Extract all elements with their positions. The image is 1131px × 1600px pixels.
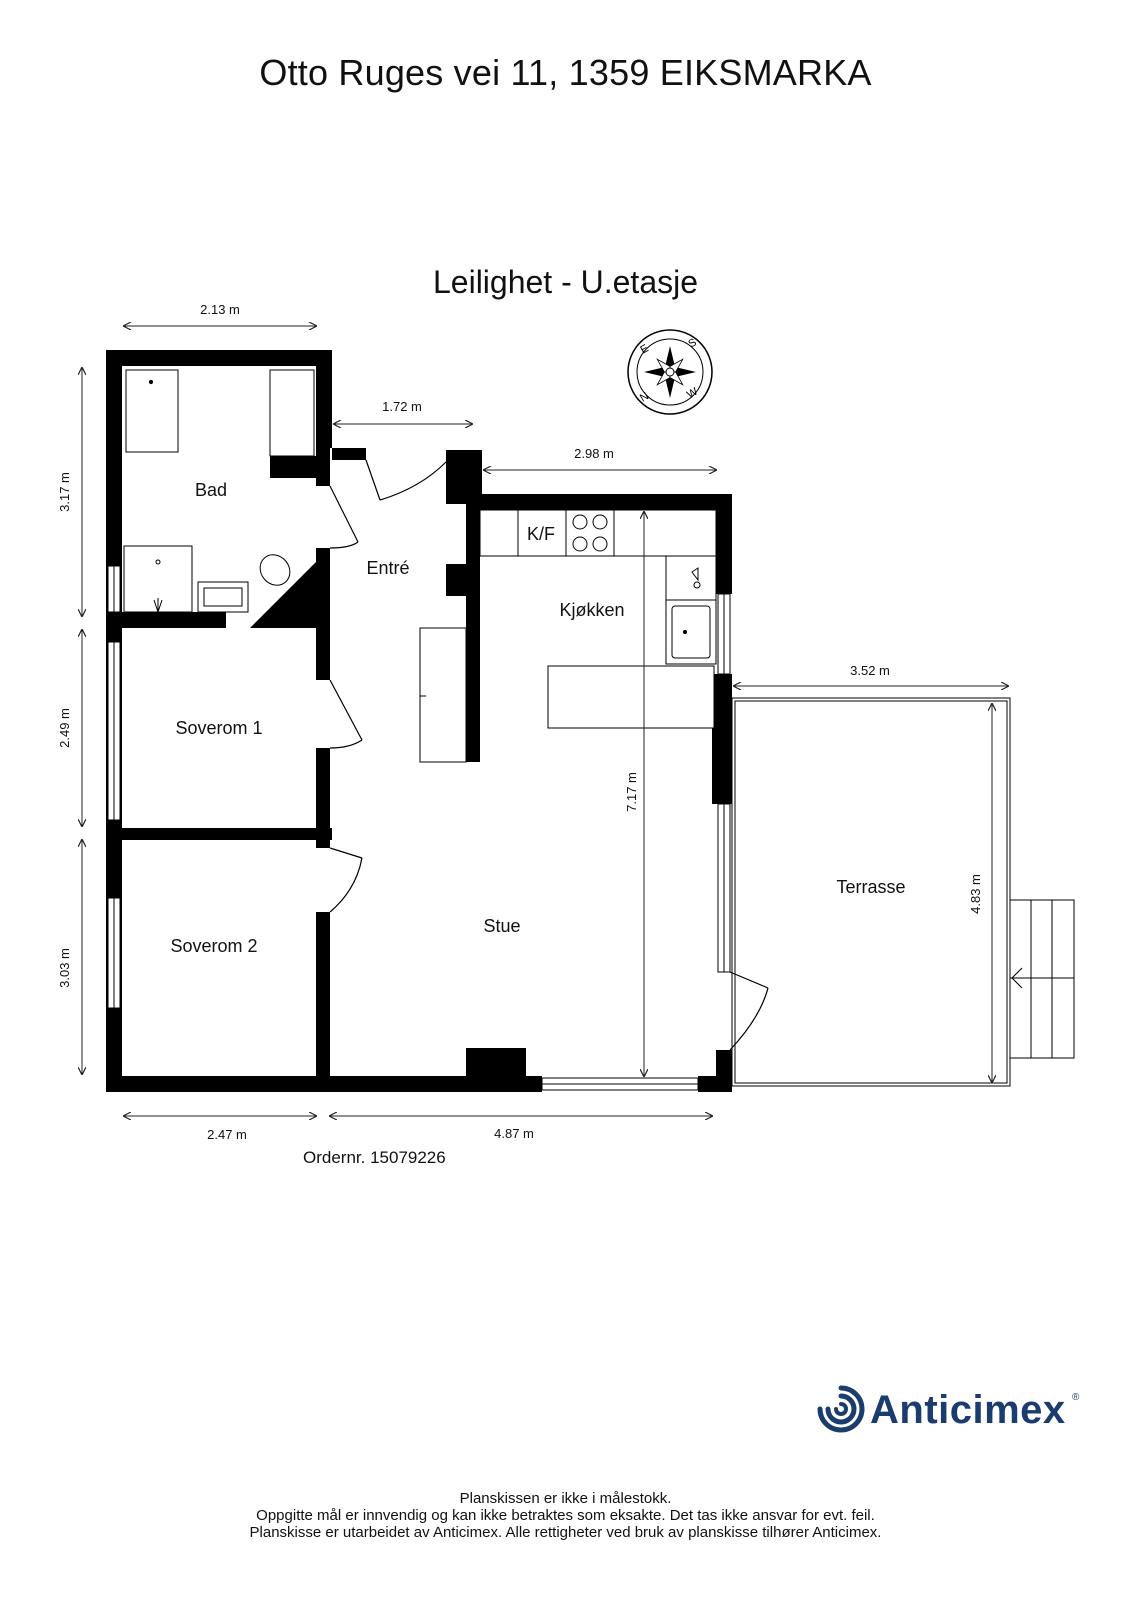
room-label-bad: Bad [195,480,227,500]
wall-soverom2-right [316,912,330,1080]
anticimex-logo: Anticimex ® [816,1385,1080,1448]
room-label-kjokken: Kjøkken [559,600,624,620]
wall-stue-right-mid [712,674,732,804]
walls [106,350,732,1092]
fixtures [123,369,717,763]
dim-bad-height: 3.17 m [57,472,72,512]
footer-disclaimer: Planskissen er ikke i målestokk. Oppgitt… [0,1490,1131,1541]
dimension-lines [82,326,1008,1116]
wall-bad-diagonal [250,548,330,628]
windows [107,565,731,1091]
room-label-stue: Stue [483,916,520,936]
bad-cabinet [269,369,315,457]
room-label-terrasse: Terrasse [836,877,905,897]
dim-bad-width: 2.13 m [200,302,240,317]
wall-bottom-block [466,1048,526,1092]
wall-bad-right [316,350,332,448]
room-label-kf: K/F [527,524,555,544]
dim-kjokken-width: 2.98 m [574,446,614,461]
anticimex-registered-mark: ® [1072,1392,1080,1403]
wall-bad-bottom [106,612,226,628]
room-label-soverom2: Soverom 2 [170,936,257,956]
footer-line-1: Planskissen er ikke i målestokk. [459,1490,672,1507]
address-title: Otto Ruges vei 11, 1359 EIKSMARKA [259,52,872,93]
anticimex-logo-icon [817,1385,865,1433]
wall-soverom1-right-lower [316,748,330,848]
anticimex-logo-text: Anticimex [870,1388,1066,1432]
dim-stue-width: 4.87 m [494,1126,534,1141]
dim-terrasse-width: 3.52 m [850,663,890,678]
wall-bad-top [106,350,332,366]
floor-title: Leilighet - U.etasje [432,264,699,300]
dim-terrasse-height: 4.83 m [968,874,983,914]
terrace-outline [731,697,1075,1087]
wall-soverom1-right-upper [316,548,330,680]
wall-bottom-left [106,1076,542,1092]
dim-soverom2-height: 3.03 m [57,948,72,988]
entre-wardrobe [419,627,467,763]
footer-line-3: Planskisse er utarbeidet av Anticimex. A… [249,1524,882,1541]
dim-soverom1-height: 2.49 m [57,708,72,748]
room-label-soverom1: Soverom 1 [175,718,262,738]
wall-kitchen-right-upper [716,494,732,594]
toilet [259,554,291,586]
wall-entre-top [332,448,366,460]
dim-stue-height: 7.17 m [624,772,639,812]
footer-line-2: Oppgitte mål er innvendig og kan ikke be… [256,1507,875,1524]
order-number: Ordernr. 15079226 [303,1148,446,1167]
wall-kitchen-top [466,494,732,510]
compass-icon [627,329,713,415]
kitchen-island [547,665,715,729]
dim-entre-width: 1.72 m [382,399,422,414]
dim-soverom2-width: 2.47 m [207,1127,247,1142]
stairs [1009,899,1075,1059]
wall-entre-stub [446,564,468,596]
wall-soverom1-bottom [106,828,332,840]
wall-right-bottom [716,1050,732,1092]
wall-bad-block [270,456,330,478]
kitchen-sink [671,605,711,659]
room-label-entre: Entré [366,558,409,578]
wall-entre-kitchen [466,494,480,762]
